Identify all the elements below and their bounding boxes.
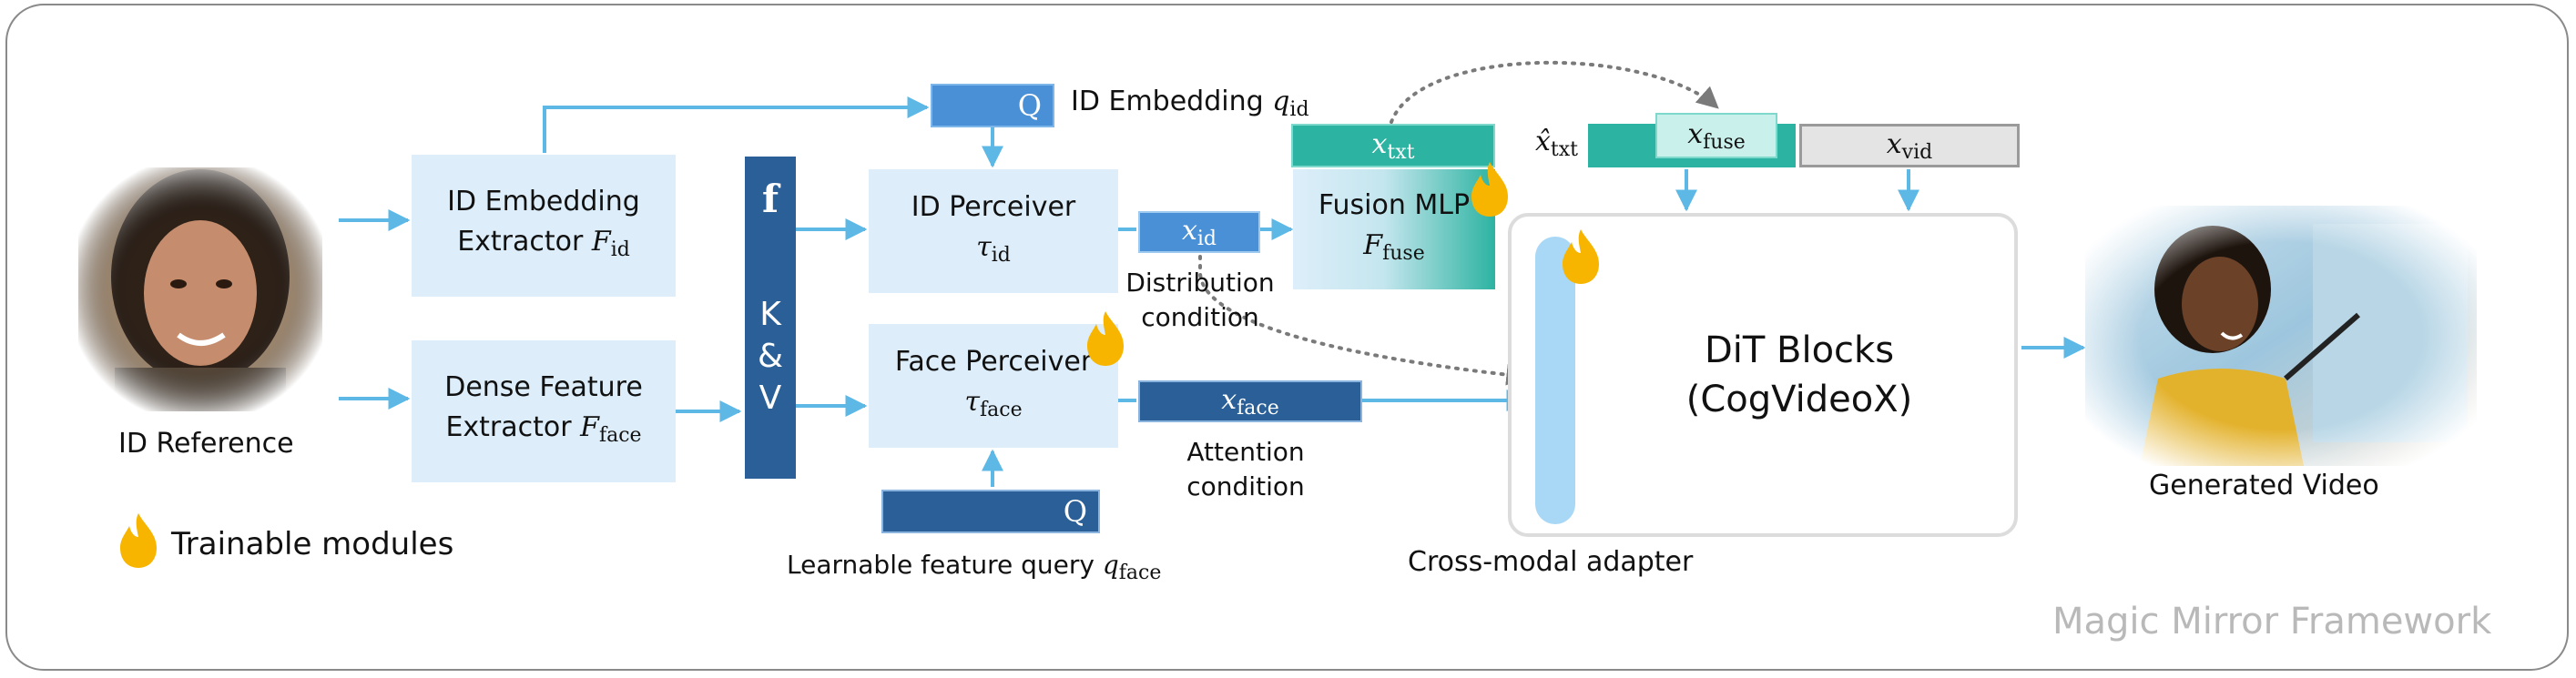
dense-feature-extractor-sub: face — [598, 423, 642, 447]
x-fuse-sub: fuse — [1703, 130, 1746, 154]
x-vid-sub: vid — [1901, 140, 1933, 164]
id-perceiver-line1: ID Perceiver — [911, 190, 1076, 223]
distribution-line2: condition — [1141, 302, 1259, 332]
x-hat-txt-sub: txt — [1550, 138, 1579, 161]
fusion-mlp-sub: fuse — [1382, 241, 1425, 265]
id-embedding-text: ID Embedding — [1071, 86, 1273, 117]
dense-feature-extractor-line2-wrap: Extractor Fface — [445, 408, 641, 456]
id-perceiver-block: ID Perceiver τid — [869, 169, 1118, 293]
id-embedding-label: ID Embedding qid — [1071, 86, 1309, 121]
x-face-symbol: x — [1221, 383, 1237, 416]
x-id-token: xid — [1138, 211, 1260, 253]
framework-title: Magic Mirror Framework — [2052, 601, 2492, 643]
fusion-mlp-block: Fusion MLP Ffuse — [1293, 169, 1495, 289]
id-embedding-extractor-block: ID Embedding Extractor Fid — [412, 155, 676, 297]
x-vid-symbol: x — [1886, 127, 1902, 160]
distribution-condition-label: Distribution condition — [1118, 266, 1282, 335]
x-face-token-label: xface — [1221, 384, 1279, 420]
dit-blocks-line2: (CogVideoX) — [1685, 379, 1913, 420]
x-id-symbol: x — [1181, 214, 1197, 247]
face-perceiver-block: Face Perceiver τface — [869, 324, 1118, 448]
fkv-f: f — [761, 177, 779, 221]
flame-icon — [1087, 311, 1124, 366]
fkv-k: K — [759, 296, 781, 333]
fkv-v: V — [759, 379, 782, 417]
learnable-query-text: Learnable feature query — [787, 550, 1103, 580]
id-perceiver-sub: id — [991, 243, 1011, 267]
learnable-query-symbol: q — [1102, 550, 1119, 580]
x-fuse-symbol: x — [1687, 117, 1704, 150]
id-embedding-extractor-line1: ID Embedding — [447, 185, 640, 218]
generated-video-label: Generated Video — [2149, 470, 2379, 501]
flame-icon — [120, 513, 157, 568]
dotted-xid-to-adapter — [1198, 246, 1529, 386]
x-face-token: xface — [1138, 380, 1362, 422]
id-embedding-extractor-sub: id — [610, 238, 630, 261]
dit-blocks-line1: DiT Blocks — [1704, 329, 1895, 371]
diagram-frame — [5, 4, 2569, 671]
x-vid-token-label: xvid — [1887, 128, 1932, 164]
query-token-bottom-label: Q — [1063, 494, 1087, 529]
id-reference-image — [78, 167, 322, 411]
fkv-amp: & — [757, 338, 784, 375]
id-reference-label: ID Reference — [118, 428, 294, 460]
query-token-top: Q — [931, 84, 1054, 127]
flame-icon — [1471, 162, 1508, 217]
query-token-top-label: Q — [1017, 88, 1042, 123]
id-embedding-extractor-line2-wrap: Extractor Fid — [457, 222, 630, 270]
id-embedding-extractor-symbol: F — [591, 225, 611, 258]
id-embedding-extractor-line2: Extractor — [457, 225, 592, 258]
id-perceiver-symbol: τ — [976, 230, 992, 263]
x-fuse-token: xfuse — [1655, 113, 1777, 158]
attention-condition-label: Attention condition — [1164, 435, 1328, 504]
cross-modal-adapter-bar — [1535, 237, 1575, 524]
x-fuse-token-label: xfuse — [1687, 118, 1746, 154]
legend-trainable-label: Trainable modules — [171, 526, 454, 562]
dense-feature-extractor-line2: Extractor — [445, 410, 581, 443]
dense-feature-extractor-symbol: F — [580, 410, 599, 443]
arrow-idext-to-q — [543, 96, 930, 153]
fusion-mlp-symbol-wrap: Ffuse — [1363, 226, 1424, 274]
dense-feature-extractor-block: Dense Feature Extractor Fface — [412, 340, 676, 482]
id-embedding-symbol: q — [1272, 86, 1290, 117]
x-txt-sub: txt — [1387, 140, 1415, 164]
x-id-token-label: xid — [1182, 215, 1217, 250]
x-txt-token-label: xtxt — [1371, 128, 1414, 164]
x-txt-symbol: x — [1371, 127, 1388, 160]
fusion-mlp-line1: Fusion MLP — [1318, 188, 1471, 221]
x-face-sub: face — [1237, 396, 1279, 420]
x-hat-txt-label: x̂txt — [1535, 126, 1578, 161]
x-vid-token: xvid — [1799, 124, 2020, 167]
learnable-query-label: Learnable feature query qface — [787, 550, 1161, 584]
x-txt-token: xtxt — [1291, 124, 1495, 167]
query-token-bottom: Q — [881, 490, 1100, 533]
fusion-mlp-symbol: F — [1363, 228, 1383, 261]
x-hat-txt-symbol: x̂ — [1535, 126, 1551, 157]
distribution-line1: Distribution — [1125, 268, 1275, 298]
face-perceiver-symbol: τ — [964, 385, 980, 418]
face-perceiver-line1: Face Perceiver — [894, 345, 1093, 378]
generated-video-image — [2085, 206, 2477, 466]
learnable-query-sub: face — [1118, 562, 1162, 584]
dotted-xtxt-to-xfuse — [1390, 60, 1719, 124]
attention-line1: Attention — [1186, 437, 1305, 467]
cross-modal-adapter-label: Cross-modal adapter — [1408, 546, 1694, 578]
x-id-sub: id — [1196, 227, 1217, 250]
attention-line2: condition — [1186, 471, 1305, 501]
flame-icon — [1563, 229, 1599, 284]
id-perceiver-symbol-wrap: τid — [976, 228, 1011, 276]
dense-feature-extractor-line1: Dense Feature — [444, 370, 643, 403]
id-embedding-sub: id — [1289, 98, 1309, 121]
face-perceiver-sub: face — [980, 398, 1023, 421]
fkv-bar: f K & V — [745, 157, 796, 479]
face-perceiver-symbol-wrap: τface — [964, 382, 1022, 430]
